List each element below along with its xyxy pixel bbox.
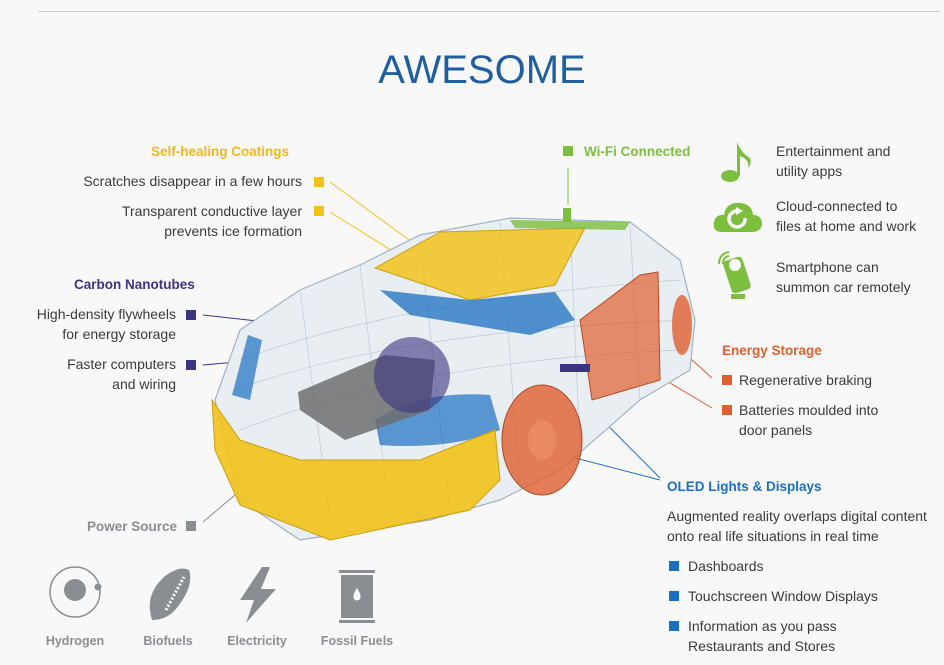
- gray-bullet: [186, 521, 196, 531]
- energy-item: Regenerative braking: [739, 372, 873, 388]
- self-healing-item: Scratches disappear in a few hours: [83, 173, 302, 189]
- carbon-item: and wiring: [112, 376, 176, 392]
- yellow-bullet: [314, 206, 324, 216]
- power-heading: Power Source: [86, 519, 177, 534]
- carbon-item: High-density flywheels: [36, 306, 176, 322]
- oled-heading: OLED Lights & Displays: [667, 479, 822, 494]
- lightning-icon: [240, 567, 276, 623]
- leader-line: [329, 181, 421, 249]
- orange-bullet: [722, 375, 732, 385]
- oled-item: Dashboards: [688, 558, 764, 574]
- wifi-antenna: [563, 208, 571, 222]
- power-source-label: Fossil Fuels: [320, 634, 394, 648]
- front-bumper-coating: [211, 398, 501, 541]
- energy-heading: Energy Storage: [722, 343, 822, 358]
- oil-barrel-icon: [339, 570, 375, 623]
- purple-bullet: [186, 360, 196, 370]
- wifi-item-line: summon car remotely: [776, 279, 911, 295]
- oled-description: Augmented reality overlaps digital conte…: [667, 508, 927, 524]
- wifi-item-line: Entertainment and: [776, 143, 891, 159]
- top-divider: [38, 11, 940, 12]
- green-bullet: [563, 146, 573, 156]
- power-source-label: Biofuels: [143, 634, 193, 648]
- oled-item: Touchscreen Window Displays: [688, 588, 878, 604]
- back-wheel: [672, 295, 692, 355]
- power-source-label: Electricity: [227, 634, 287, 648]
- self-healing-item: Transparent conductive layer: [121, 203, 302, 219]
- smartphone-icon: [718, 251, 751, 299]
- blue-bullet: [669, 561, 679, 571]
- power-source-label: Hydrogen: [45, 634, 105, 648]
- energy-item: Batteries moulded into: [739, 402, 879, 418]
- self-healing-heading: Self-healing Coatings: [150, 144, 289, 159]
- rear-wheel-hub: [528, 420, 556, 460]
- carbon-item: Faster computers: [67, 356, 176, 372]
- corn-icon: [149, 568, 191, 620]
- music-note-icon: [721, 142, 751, 182]
- carbon-item: for energy storage: [62, 326, 176, 342]
- blue-bullet: [669, 591, 679, 601]
- purple-bullet: [186, 310, 196, 320]
- carbon-heading: Carbon Nanotubes: [74, 277, 195, 292]
- flywheel: [374, 337, 450, 413]
- wifi-item-line: Cloud-connected to: [776, 198, 898, 214]
- wifi-item-line: utility apps: [776, 163, 843, 179]
- atom-icon: [49, 566, 102, 618]
- orange-bullet: [722, 405, 732, 415]
- oled-dashboard: [380, 290, 575, 335]
- oled-description: onto real life situations in real time: [667, 528, 879, 544]
- energy-item: door panels: [739, 422, 813, 438]
- battery-unit: [560, 364, 590, 372]
- self-healing-item: prevents ice formation: [164, 223, 302, 239]
- oled-item: Restaurants and Stores: [688, 638, 836, 654]
- wifi-item-line: files at home and work: [776, 218, 917, 234]
- roof-sensor-strip: [510, 220, 630, 230]
- wifi-item-line: Smartphone can: [776, 259, 879, 275]
- cloud-sync-icon: [713, 202, 762, 232]
- yellow-bullet: [314, 177, 324, 187]
- windshield-coating: [373, 227, 586, 301]
- door-battery-panel: [579, 271, 661, 401]
- page-title: AWESOME: [378, 48, 586, 92]
- wifi-heading: Wi-Fi Connected: [584, 144, 691, 159]
- oled-item: Information as you pass: [688, 618, 837, 634]
- blue-bullet: [669, 621, 679, 631]
- oled-headlight: [232, 335, 262, 400]
